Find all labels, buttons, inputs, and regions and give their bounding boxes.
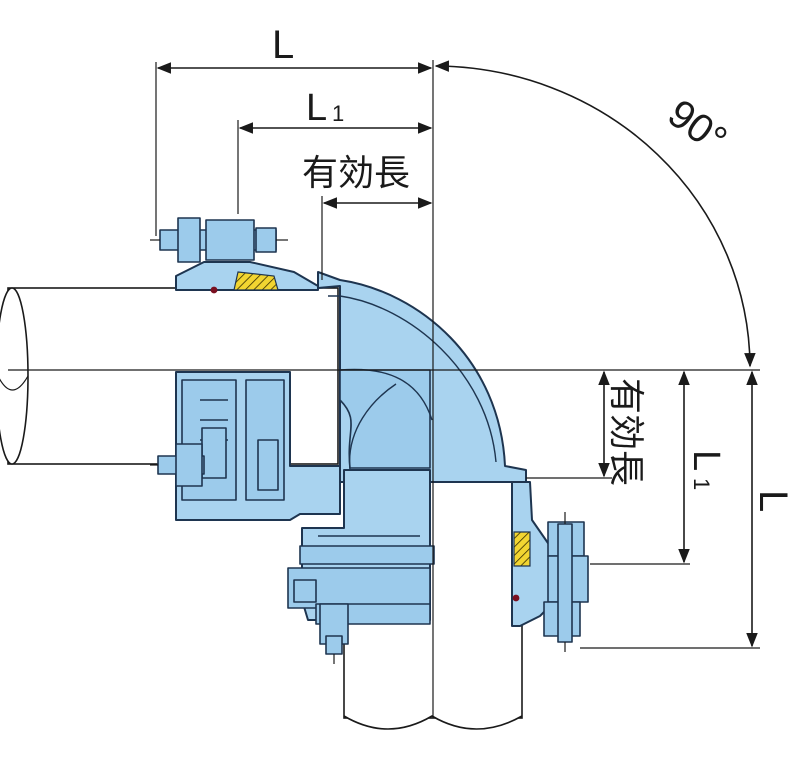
- label-l1-top-subscript: 1: [332, 101, 344, 126]
- label-effective-length-top: 有効長: [302, 153, 410, 194]
- label-l1-right-subscript: 1: [689, 478, 714, 490]
- label-l-right: L: [751, 490, 795, 512]
- bolt-left: [150, 443, 205, 487]
- bolt-bottom: [293, 579, 349, 664]
- gasket-right: [513, 531, 531, 567]
- bolt-right: [543, 512, 589, 652]
- label-angle: 90°: [660, 91, 735, 162]
- label-l1-top: L: [306, 87, 327, 129]
- angle-arc: [434, 60, 756, 368]
- elbow-body: [175, 261, 551, 627]
- label-l-top: L: [272, 23, 294, 67]
- bolt-top: [150, 217, 288, 263]
- gasket-top: [233, 271, 279, 291]
- seal-dot-top: [210, 286, 218, 294]
- label-effective-length-right: 有効長: [605, 378, 646, 486]
- seal-dot-right: [512, 594, 520, 602]
- label-l1-right: L: [685, 450, 727, 471]
